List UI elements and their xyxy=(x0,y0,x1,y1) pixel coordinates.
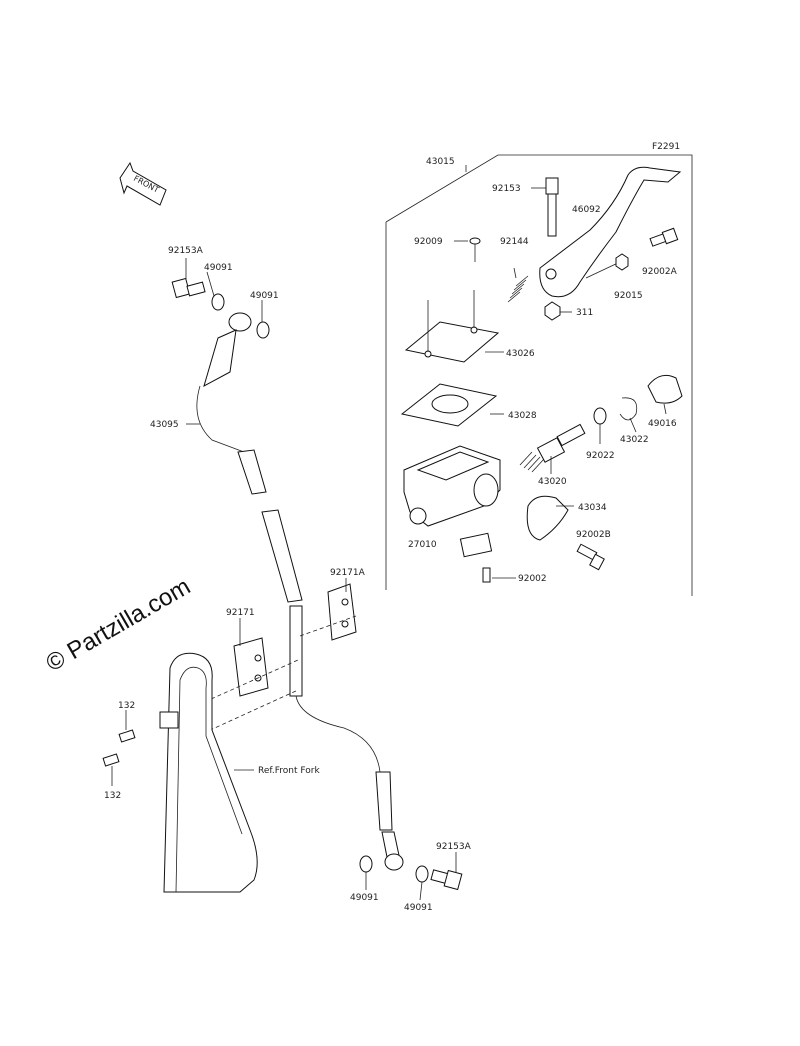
label-27010: 27010 xyxy=(408,540,437,550)
label-ref-front-fork: Ref.Front Fork xyxy=(258,766,320,776)
label-311: 311 xyxy=(576,308,593,318)
assembly-frame xyxy=(385,154,693,596)
label-49091-d: 49091 xyxy=(404,903,433,913)
bolt-92002a xyxy=(649,227,679,247)
label-43028: 43028 xyxy=(508,411,537,421)
bracket-92171 xyxy=(233,618,269,697)
bolt-132-a xyxy=(118,710,136,743)
label-132-b: 132 xyxy=(104,791,121,801)
label-92009: 92009 xyxy=(414,237,443,247)
label-43034: 43034 xyxy=(578,503,607,513)
label-49091-b: 49091 xyxy=(250,291,279,301)
diaphragm-43028 xyxy=(400,383,504,427)
screw-92002 xyxy=(482,567,516,583)
banjo-bolt-92153a-bottom xyxy=(430,852,463,891)
screw-92009 xyxy=(454,237,481,262)
bolt-92153 xyxy=(531,177,559,237)
washer-49091-a xyxy=(211,293,225,311)
label-43020: 43020 xyxy=(538,477,567,487)
washer-92022 xyxy=(593,407,607,425)
front-fork xyxy=(159,652,258,893)
cover-43026 xyxy=(404,290,504,363)
label-49091-a: 49091 xyxy=(204,263,233,273)
label-49091-c: 49091 xyxy=(350,893,379,903)
washer-49091-b xyxy=(256,321,270,339)
piston-43020 xyxy=(519,423,586,474)
label-92144: 92144 xyxy=(500,237,529,247)
label-92015: 92015 xyxy=(614,291,643,301)
label-43022: 43022 xyxy=(620,435,649,445)
bolt-132-b xyxy=(102,753,120,786)
clip-43022 xyxy=(619,397,638,421)
spring-92144 xyxy=(507,267,529,303)
label-92171a: 92171A xyxy=(330,568,366,578)
nut-311 xyxy=(544,301,561,321)
washer-49091-d xyxy=(415,865,429,883)
nut-92015 xyxy=(615,253,629,271)
cylinder-body-27010 xyxy=(403,445,501,527)
label-92153a-bottom: 92153A xyxy=(436,842,472,852)
banjo-bolt-92153a-top xyxy=(171,258,206,299)
label-132-a: 132 xyxy=(118,701,135,711)
label-43015: 43015 xyxy=(426,157,455,167)
label-92022: 92022 xyxy=(586,451,615,461)
front-arrow-icon: FRONT xyxy=(119,161,167,206)
lever-46092 xyxy=(539,166,682,298)
washer-49091-c xyxy=(359,855,373,873)
label-92153a-top: 92153A xyxy=(168,246,204,256)
figure-code: F2291 xyxy=(652,142,680,152)
label-43095: 43095 xyxy=(150,420,179,430)
label-43026: 43026 xyxy=(506,349,535,359)
label-92153: 92153 xyxy=(492,184,521,194)
label-92171: 92171 xyxy=(226,608,255,618)
brake-hose-43095 xyxy=(186,312,404,871)
label-92002: 92002 xyxy=(518,574,547,584)
boot-49016 xyxy=(647,374,683,415)
label-46092: 46092 xyxy=(572,205,601,215)
label-49016: 49016 xyxy=(648,419,677,429)
clamp-43034 xyxy=(526,495,574,541)
bolt-92002b xyxy=(576,543,605,571)
label-92002a: 92002A xyxy=(642,267,678,277)
label-92002b: 92002B xyxy=(576,530,611,540)
switch xyxy=(459,532,493,558)
bracket-92171a xyxy=(327,578,357,641)
watermark: © Partzilla.com xyxy=(42,573,196,677)
